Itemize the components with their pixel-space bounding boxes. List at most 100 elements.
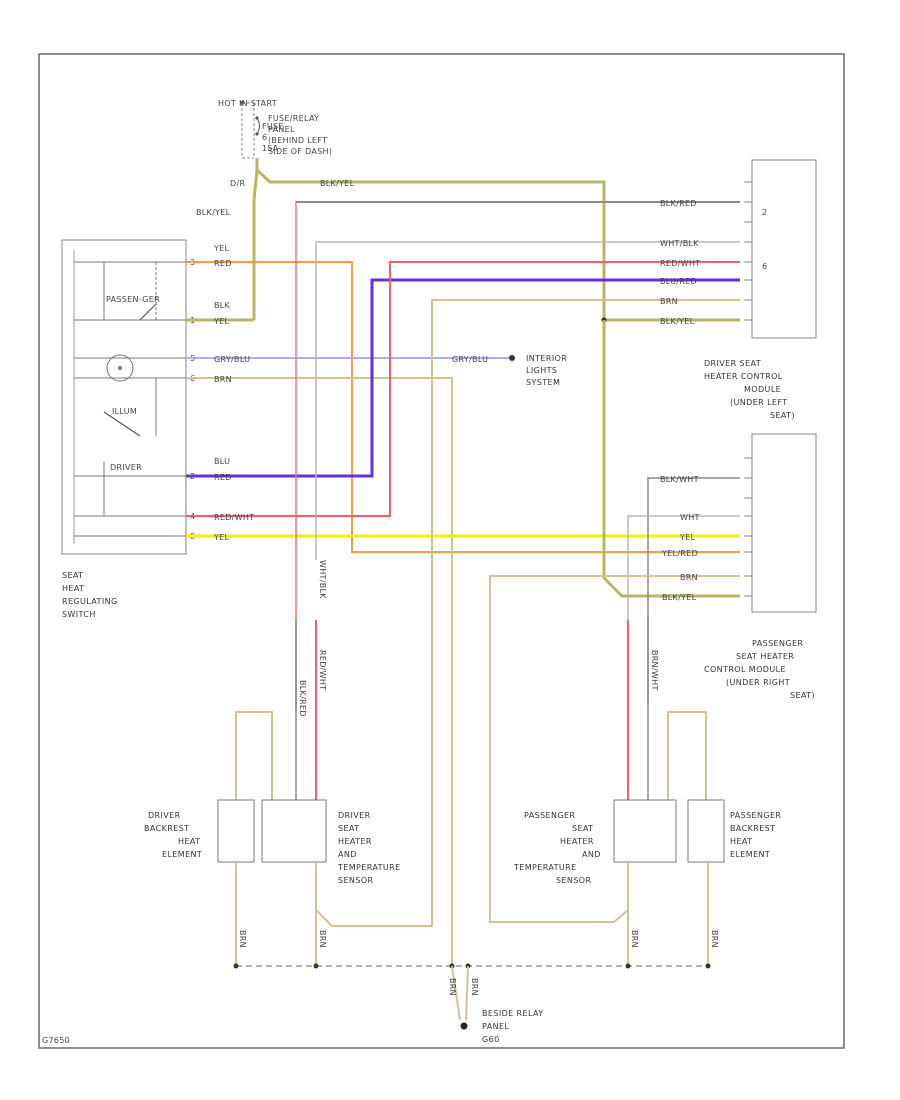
passenger-seat-heater-control-module: PASSENGER SEAT HEATER CONTROL MODULE (UN…: [704, 433, 817, 700]
wire-pin1-blk-yel: BLK YEL: [186, 301, 254, 326]
passenger-switch-contact: [139, 303, 157, 321]
wire-pin3-orange: YEL RED: [186, 244, 740, 553]
svg-text:HEATER: HEATER: [338, 837, 372, 846]
svg-text:ELEMENT: ELEMENT: [162, 850, 202, 859]
passenger-module-title-4: (UNDER RIGHT: [726, 678, 790, 687]
interior-lights-line-2: LIGHTS: [526, 366, 557, 375]
driver-module-title-5: SEAT): [770, 411, 795, 420]
passenger-wire-label-2: WHT: [680, 513, 700, 522]
driver-module-title-3: MODULE: [744, 385, 781, 394]
svg-text:YEL: YEL: [213, 244, 230, 253]
svg-text:AND: AND: [338, 850, 357, 859]
driver-wire-label-3: RED/WHT: [660, 259, 700, 268]
switch-title-line-3: REGULATING: [62, 597, 118, 606]
driver-seat-heater-control-module: 2 6 DRIVER SEAT HEATER CONTROL MODULE (U…: [704, 159, 817, 420]
feed-wire-blk-yel: BLK/YEL BLK/YEL D/R: [196, 158, 606, 320]
driver-wire-label-1: BLK/RED: [660, 199, 697, 208]
vertical-wire-brn-wht: BRN/WHT: [650, 650, 659, 691]
svg-text:BLK: BLK: [214, 301, 231, 310]
passenger-module-title-3: CONTROL MODULE: [704, 665, 786, 674]
passenger-seat-return: [613, 862, 629, 923]
svg-text:YEL: YEL: [213, 533, 230, 542]
svg-text:SENSOR: SENSOR: [338, 876, 373, 885]
svg-text:HEAT: HEAT: [730, 837, 752, 846]
driver-seat-return: [315, 862, 433, 927]
svg-text:GRY/BLU: GRY/BLU: [452, 355, 488, 364]
passenger-module-wiring: [489, 320, 740, 923]
wire-pin2-violet: BLU RED: [186, 278, 740, 482]
passenger-module-title-5: SEAT): [790, 691, 815, 700]
svg-text:BRN: BRN: [238, 930, 247, 948]
interior-lights-line-3: SYSTEM: [526, 378, 560, 387]
svg-text:BRN: BRN: [318, 930, 327, 948]
svg-text:RED: RED: [214, 259, 232, 268]
vertical-wire-red-wht: RED/WHT: [318, 650, 327, 690]
svg-text:RED/WHT: RED/WHT: [214, 513, 254, 522]
vertical-wire-wht-blk: WHT/BLK: [318, 560, 327, 599]
driver-pin-label-a: 2: [762, 208, 767, 217]
svg-text:BLU: BLU: [214, 457, 230, 466]
svg-text:ELEMENT: ELEMENT: [730, 850, 770, 859]
driver-backrest-loop: [235, 711, 273, 800]
interior-lights-line-1: INTERIOR: [526, 354, 567, 363]
passenger-wire-label-4: YEL/RED: [661, 549, 698, 558]
svg-text:HEATER: HEATER: [560, 837, 594, 846]
hot-label: HOT IN START: [218, 99, 277, 108]
svg-text:TEMPERATURE: TEMPERATURE: [513, 863, 577, 872]
relay-panel-line-3: G60: [482, 1035, 500, 1044]
wire-pin6-brn: BRN: [186, 375, 453, 966]
passenger-module-title-2: SEAT HEATER: [736, 652, 794, 661]
fuse-relay-label: FUSE/RELAY: [268, 114, 319, 123]
ground-point-icon: [460, 1022, 468, 1030]
driver-switch-label: DRIVER: [110, 463, 142, 472]
svg-text:SEAT: SEAT: [338, 824, 359, 833]
feed-wire-label-2: BLK/YEL: [196, 208, 231, 217]
passenger-backrest-loop: [667, 711, 707, 800]
svg-text:DRIVER: DRIVER: [148, 811, 181, 820]
illumination-bulb-icon: [106, 354, 134, 382]
diagram-code: G7650: [42, 1036, 70, 1045]
fuse-amperage: 15A: [262, 144, 279, 153]
svg-text:AND: AND: [582, 850, 601, 859]
passenger-seat-heater-and-temperature-sensor: PASSENGER SEAT HEATER AND TEMPERATURE SE…: [513, 799, 677, 885]
seat-heat-regulating-switch: PASSEN-GER DRIVER ILLUM 3 1 5 6 2 4 8 SE…: [61, 239, 195, 619]
svg-text:BRN: BRN: [630, 930, 639, 948]
svg-text:BRN: BRN: [448, 978, 457, 996]
illum-switch-label: ILLUM: [112, 407, 137, 416]
svg-text:HEAT: HEAT: [178, 837, 200, 846]
panel-label: PANEL: [268, 125, 295, 134]
wire-pin8-yel: YEL: [186, 533, 740, 542]
svg-text:SEAT: SEAT: [572, 824, 593, 833]
passenger-wire-label-6: BLK/YEL: [662, 593, 697, 602]
svg-text:BRN: BRN: [214, 375, 232, 384]
relay-panel-line-2: PANEL: [482, 1022, 509, 1031]
passenger-wire-label-3: YEL: [679, 533, 696, 542]
svg-text:RED: RED: [214, 473, 232, 482]
driver-wire-label-6: BLK/YEL: [660, 317, 695, 326]
svg-text:BACKREST: BACKREST: [144, 824, 189, 833]
passenger-wire-label-5: BRN: [680, 573, 698, 582]
switch-title-line-4: SWITCH: [62, 610, 96, 619]
hot-in-start-feed: HOT IN START FUSE/RELAY PANEL (BEHIND LE…: [218, 99, 332, 159]
passenger-module-title-1: PASSENGER: [752, 639, 803, 648]
diagram-frame: [38, 53, 845, 1049]
svg-text:PASSENGER: PASSENGER: [524, 811, 575, 820]
driver-module-title-1: DRIVER SEAT: [704, 359, 761, 368]
svg-text:SENSOR: SENSOR: [556, 876, 591, 885]
driver-wire-label-5: BRN: [660, 297, 678, 306]
feed-wire-label-dr: D/R: [230, 179, 245, 188]
driver-wire-label-2: WHT/BLK: [660, 239, 699, 248]
passenger-element-feed: BRN/WHT: [627, 620, 659, 800]
driver-module-title-2: HEATER CONTROL: [704, 372, 783, 381]
fuse-icon: [256, 117, 260, 135]
svg-text:GRY/BLU: GRY/BLU: [214, 355, 250, 364]
fuse-number: 6: [262, 133, 267, 142]
illum-switch-contact: [103, 411, 141, 437]
driver-backrest-heat-element: DRIVER BACKREST HEAT ELEMENT: [144, 799, 255, 863]
svg-text:DRIVER: DRIVER: [338, 811, 371, 820]
passenger-switch-label: PASSEN-GER: [106, 295, 160, 304]
passenger-wire-label-1: BLK/WHT: [660, 475, 699, 484]
vertical-wire-blk-red: BLK/RED: [298, 680, 307, 717]
ground-drops: BRN BRN BRN BRN BRN BRN: [233, 862, 719, 1030]
